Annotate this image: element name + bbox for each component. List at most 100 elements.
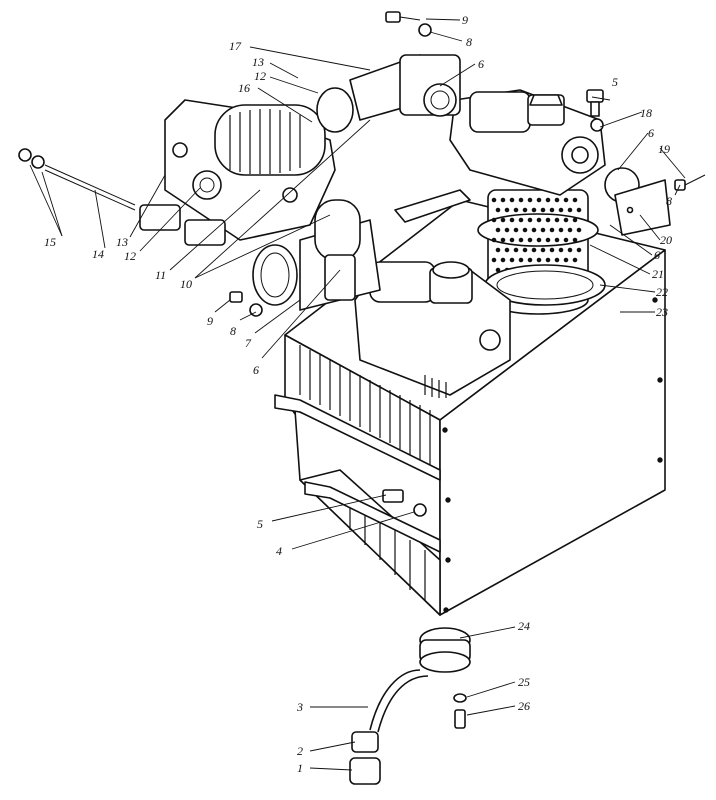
filter-perforation: [563, 257, 569, 263]
filter-perforation: [554, 237, 560, 243]
filter-perforation: [504, 247, 510, 253]
filter-perforation: [513, 247, 519, 253]
filter-perforation: [518, 197, 524, 203]
filter-perforation: [491, 257, 497, 263]
filter-perforation: [509, 237, 515, 243]
filter-perforation: [558, 207, 564, 213]
callout-17: 17: [229, 39, 242, 53]
filter-perforation: [558, 227, 564, 233]
filter-perforation: [531, 247, 537, 253]
filter-perforation: [531, 207, 537, 213]
callout-8-mid: 8: [230, 324, 236, 338]
callout-9-mid: 9: [207, 314, 213, 328]
filter-perforation: [513, 207, 519, 213]
filter-perforation: [536, 257, 542, 263]
filter-perforation: [522, 247, 528, 253]
filter-perforation: [527, 197, 533, 203]
filter-perforation: [527, 257, 533, 263]
callout-18: 18: [640, 106, 652, 120]
filter-perforation: [491, 237, 497, 243]
callout-19: 19: [658, 142, 670, 156]
callout-labels: 9 8 17 13 12 16 6 5 18 6 19 8 20 6 21 22…: [44, 13, 672, 775]
filter-perforation: [540, 207, 546, 213]
callout-16: 16: [238, 81, 250, 95]
filter-perforation: [549, 247, 555, 253]
filter-perforation: [495, 207, 501, 213]
callout-5-low: 5: [257, 517, 263, 531]
filter-perforation: [558, 247, 564, 253]
filter-perforation: [554, 217, 560, 223]
callout-6-right2: 6: [654, 248, 660, 262]
callout-8-top: 8: [466, 35, 472, 49]
callout-24: 24: [518, 619, 530, 633]
filter-perforation: [567, 227, 573, 233]
filter-perforation: [545, 257, 551, 263]
pipe-assembly-middle: [252, 199, 381, 311]
filter-perforation: [563, 237, 569, 243]
callout-23: 23: [656, 305, 668, 319]
callout-22: 22: [656, 285, 668, 299]
filter-perforation: [518, 217, 524, 223]
filter-perforation: [527, 237, 533, 243]
filter-perforation: [500, 197, 506, 203]
filter-perforation: [572, 197, 578, 203]
callout-5-top: 5: [612, 75, 618, 89]
callout-12-top: 12: [254, 69, 266, 83]
filter-perforation: [536, 217, 542, 223]
filter-perforation: [531, 227, 537, 233]
filter-perforation: [572, 257, 578, 263]
callout-13-top: 13: [252, 55, 264, 69]
filter-perforation: [504, 207, 510, 213]
filter-perforation: [536, 237, 542, 243]
callout-20: 20: [660, 233, 672, 247]
filter-perforation: [527, 217, 533, 223]
filter-perforation: [495, 227, 501, 233]
filter-perforation: [563, 197, 569, 203]
filter-perforation: [540, 227, 546, 233]
filter-perforation: [549, 227, 555, 233]
filter-perforation: [518, 237, 524, 243]
filter-perforation: [554, 257, 560, 263]
filter-perforation: [522, 207, 528, 213]
filter-perforation: [567, 247, 573, 253]
callout-15: 15: [44, 235, 56, 249]
filter-perforation: [509, 197, 515, 203]
filter-perforation: [509, 257, 515, 263]
callout-6-top: 6: [478, 57, 484, 71]
callout-9-top: 9: [462, 13, 468, 27]
filter-perforation: [545, 217, 551, 223]
callout-25: 25: [518, 675, 530, 689]
filter-perforation: [567, 207, 573, 213]
callout-1: 1: [297, 761, 303, 775]
callout-11: 11: [155, 268, 166, 282]
callout-8-right: 8: [666, 194, 672, 208]
filter-element: [477, 189, 606, 315]
tank-cover: [354, 261, 511, 398]
filter-perforation: [500, 257, 506, 263]
filter-perforation: [509, 217, 515, 223]
callout-6-right: 6: [648, 126, 654, 140]
filter-perforation: [563, 217, 569, 223]
filter-perforation: [572, 217, 578, 223]
leader-lines: [29, 18, 686, 771]
filter-perforation: [576, 247, 582, 253]
valve-block: [139, 99, 336, 246]
callout-4: 4: [276, 544, 282, 558]
filter-perforation: [495, 247, 501, 253]
callout-21: 21: [652, 267, 664, 281]
filter-perforation: [576, 227, 582, 233]
callout-10: 10: [180, 277, 192, 291]
filter-perforation: [572, 237, 578, 243]
filter-perforation: [545, 237, 551, 243]
filter-perforation: [576, 207, 582, 213]
callout-6-mid: 6: [253, 363, 259, 377]
filter-perforation: [513, 227, 519, 233]
callout-3: 3: [296, 700, 303, 714]
filter-perforation: [540, 247, 546, 253]
filter-perforation: [549, 207, 555, 213]
fasteners: [18, 11, 706, 785]
callout-26: 26: [518, 699, 530, 713]
callout-12-mid: 12: [124, 249, 136, 263]
filter-perforation: [491, 197, 497, 203]
